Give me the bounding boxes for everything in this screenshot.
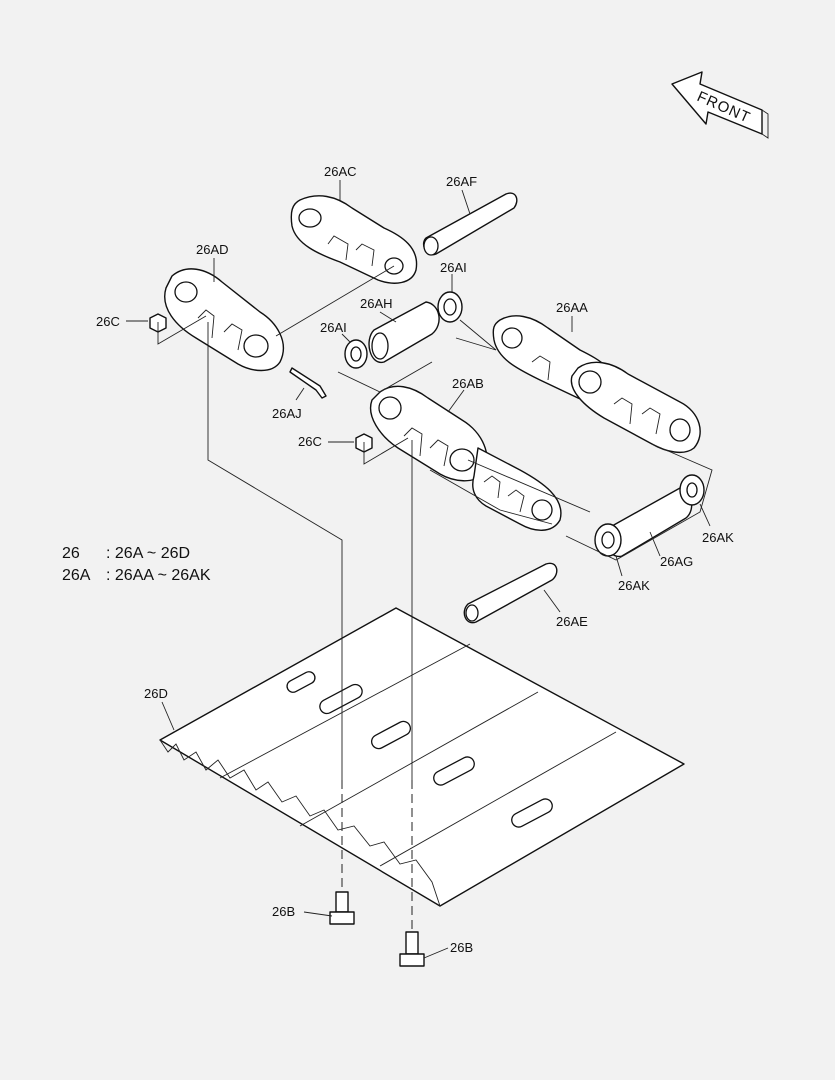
- pin-26AF: [422, 192, 518, 256]
- label-26AA: 26AA: [556, 300, 588, 315]
- label-26AD: 26AD: [196, 242, 229, 257]
- label-26AJ: 26AJ: [272, 406, 302, 421]
- bolt-26B-left: [329, 891, 355, 925]
- label-26C-mid: 26C: [298, 434, 322, 449]
- bushing-26AH: [368, 301, 440, 363]
- pin-26AE: [463, 562, 558, 624]
- note-line2-code: 26A: [62, 567, 91, 584]
- label-26C-left: 26C: [96, 314, 120, 329]
- bushing-26AG: [594, 474, 705, 557]
- note-line2-text: : 26AA ~ 26AK: [106, 567, 211, 584]
- label-26AH: 26AH: [360, 296, 393, 311]
- bolt-26B-right: [399, 931, 425, 967]
- composition-notes: 26 : 26A ~ 26D 26A : 26AA ~ 26AK: [62, 545, 211, 584]
- note-line1-code: 26: [62, 545, 80, 562]
- label-26AI-upper: 26AI: [440, 260, 467, 275]
- label-26B-left: 26B: [272, 904, 295, 919]
- track-shoe-26D: [159, 607, 685, 907]
- label-26AC: 26AC: [324, 164, 357, 179]
- seal-26AI-left: [344, 339, 368, 369]
- label-26AG: 26AG: [660, 554, 693, 569]
- note-line1-text: : 26A ~ 26D: [106, 545, 190, 562]
- link-26AC: [290, 195, 418, 284]
- link-26AD: [164, 268, 285, 372]
- front-arrow: FRONT: [671, 71, 769, 139]
- label-26AE: 26AE: [556, 614, 588, 629]
- label-26AB: 26AB: [452, 376, 484, 391]
- link-26AB: [369, 385, 562, 531]
- label-26AF: 26AF: [446, 174, 477, 189]
- nut-26C-mid: [355, 433, 373, 453]
- link-26AA: [492, 315, 701, 454]
- label-26AK-right: 26AK: [702, 530, 734, 545]
- seal-26AI-upper: [437, 291, 463, 323]
- assembly-lines: [157, 265, 713, 930]
- label-leaders: [126, 180, 711, 959]
- label-26B-right: 26B: [450, 940, 473, 955]
- label-26D: 26D: [144, 686, 168, 701]
- clip-26AJ: [289, 367, 327, 399]
- label-26AK-left: 26AK: [618, 578, 650, 593]
- nut-26C-left: [149, 313, 167, 333]
- label-26AI-left: 26AI: [320, 320, 347, 335]
